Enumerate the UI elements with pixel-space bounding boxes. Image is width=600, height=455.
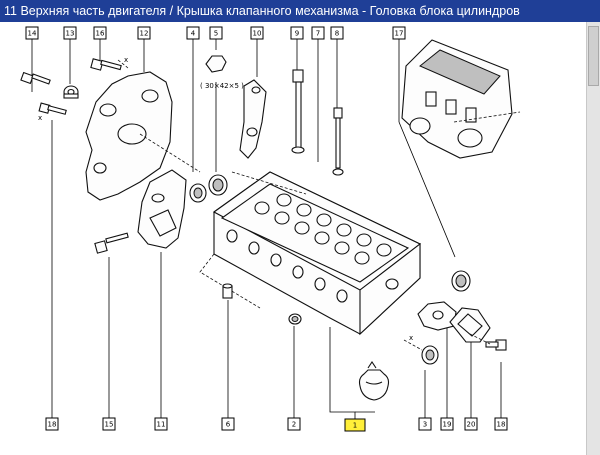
callout-2[interactable]: 2 — [287, 417, 301, 431]
callout-4[interactable]: 4 — [186, 26, 200, 40]
cover-20 — [449, 307, 491, 343]
exploded-parts-diagram: 14 13 16 12 4 5 10 — [20, 26, 521, 432]
callout-1[interactable]: 1 — [344, 418, 366, 432]
vertical-scrollbar[interactable] — [586, 22, 600, 455]
cover-plate-19 — [417, 301, 457, 331]
bolt-14 — [20, 71, 51, 85]
svg-text:1: 1 — [353, 422, 357, 430]
callout-13[interactable]: 13 — [63, 26, 77, 40]
svg-text:x: x — [38, 114, 42, 122]
svg-text:19: 19 — [443, 421, 452, 429]
svg-text:4: 4 — [191, 30, 196, 38]
sleeve-6 — [222, 283, 233, 299]
intake-ports — [226, 229, 348, 303]
callout-5[interactable]: 5 — [209, 26, 223, 40]
stud-8 — [332, 107, 344, 176]
callout-15[interactable]: 15 — [102, 417, 116, 431]
bolt-16 — [90, 58, 122, 71]
valve-springs — [254, 193, 392, 265]
callout-3[interactable]: 3 — [418, 417, 432, 431]
engine-thumbnail — [401, 39, 521, 159]
svg-text:20: 20 — [467, 421, 476, 429]
svg-text:x: x — [124, 56, 128, 64]
lower-bracket-11 — [137, 169, 187, 249]
callout-20[interactable]: 20 — [464, 417, 478, 431]
svg-text:9: 9 — [295, 30, 299, 38]
scrollbar-thumb[interactable] — [588, 26, 599, 86]
svg-text:x: x — [409, 334, 413, 342]
callout-9[interactable]: 9 — [290, 26, 304, 40]
callout-12[interactable]: 12 — [137, 26, 151, 40]
svg-text:15: 15 — [105, 421, 114, 429]
callout-18-left[interactable]: 18 — [45, 417, 59, 431]
svg-text:6: 6 — [226, 421, 231, 429]
callout-18-right[interactable]: 18 — [494, 417, 508, 431]
bolt-15 — [94, 232, 129, 254]
callout-7[interactable]: 7 — [311, 26, 325, 40]
svg-text:5: 5 — [214, 30, 218, 38]
svg-text:7: 7 — [316, 30, 320, 38]
svg-text:10: 10 — [253, 30, 262, 38]
svg-text:13: 13 — [66, 30, 75, 38]
bolt-18-left — [38, 102, 67, 115]
svg-text:17: 17 — [395, 30, 404, 38]
cylinder-head — [212, 171, 422, 336]
callout-19[interactable]: 19 — [440, 417, 454, 431]
callout-10[interactable]: 10 — [250, 26, 264, 40]
engine-bracket-12 — [85, 71, 201, 201]
svg-text:2: 2 — [292, 421, 296, 429]
svg-text:18: 18 — [497, 421, 506, 429]
svg-text:11: 11 — [157, 421, 166, 429]
rocker-arm-10 — [239, 79, 267, 159]
nut-13 — [63, 85, 79, 99]
callout-14[interactable]: 14 — [25, 26, 39, 40]
gasket-kit-bag-1 — [358, 361, 390, 401]
svg-text:16: 16 — [96, 30, 105, 38]
svg-text:3: 3 — [423, 421, 427, 429]
svg-text:8: 8 — [335, 30, 339, 38]
callout-17[interactable]: 17 — [392, 26, 406, 40]
svg-text:18: 18 — [48, 421, 57, 429]
bolt-9 — [291, 69, 305, 154]
callout-11[interactable]: 11 — [154, 417, 168, 431]
callout-8[interactable]: 8 — [330, 26, 344, 40]
callout-6[interactable]: 6 — [221, 417, 235, 431]
callout-16[interactable]: 16 — [93, 26, 107, 40]
svg-text:12: 12 — [140, 30, 149, 38]
seal-4 — [189, 183, 207, 203]
plug-2 — [288, 313, 302, 325]
seal-5: ( 30×42×5 ) — [200, 55, 244, 196]
svg-text:14: 14 — [28, 30, 37, 38]
plug-3 — [403, 339, 439, 365]
bolt-18-right — [469, 333, 507, 351]
svg-text:( 30×42×5 ): ( 30×42×5 ) — [200, 82, 244, 90]
plug-17 — [451, 270, 471, 292]
window-title: 11 Верхняя часть двигателя / Крышка клап… — [0, 0, 600, 22]
